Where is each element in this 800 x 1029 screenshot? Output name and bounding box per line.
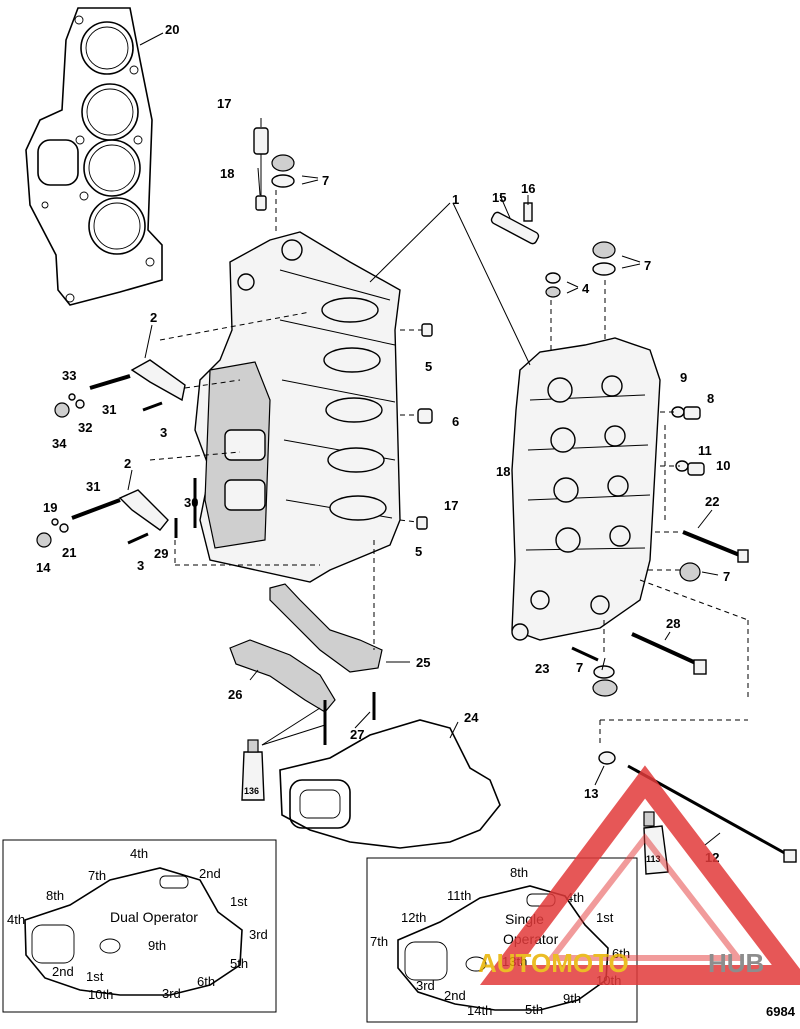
sealant-tube-136-label: 136: [244, 786, 259, 796]
callout-21: 21: [62, 545, 76, 560]
dual-seq-2nd-b: 2nd: [52, 964, 74, 979]
callout-25: 25: [416, 655, 430, 670]
callout-11: 11: [698, 443, 712, 458]
callout-6: 6: [452, 414, 459, 429]
single-seq-14th: 14th: [467, 1003, 492, 1018]
watermark-logo: AUTOMOTO HUB: [478, 765, 800, 985]
dual-seq-3rd-b: 3rd: [162, 986, 181, 1001]
single-seq-9th: 9th: [563, 991, 581, 1006]
callout-3: 3: [160, 425, 167, 440]
callout-27: 27: [350, 727, 364, 742]
callout-15: 15: [492, 190, 506, 205]
chain-guide-part-25: [269, 583, 383, 673]
callout-31: 31: [102, 402, 116, 417]
callout-26: 26: [228, 687, 242, 702]
callout-23: 23: [535, 661, 549, 676]
callout-9: 9: [680, 370, 687, 385]
leader-lines: [127, 32, 721, 846]
callout-3b: 3: [137, 558, 144, 573]
dual-seq-2nd: 2nd: [199, 866, 221, 881]
inset-single-operator: Single Operator 1st 2nd 3rd 4th 5th 6th …: [366, 857, 638, 1023]
callout-7a: 7: [322, 173, 329, 188]
single-seq-1st: 1st: [596, 910, 614, 925]
callout-22: 22: [705, 494, 719, 509]
callout-30: 30: [184, 495, 198, 510]
callout-labels: 1 2 2 3 3 4 5 5 6 7 7 7 7 7 8 9 10 11 12…: [36, 22, 730, 865]
dual-seq-5th: 5th: [230, 956, 248, 971]
dual-seq-3rd: 3rd: [249, 927, 268, 942]
callout-5b: 5: [415, 544, 422, 559]
dual-seq-7th: 7th: [88, 868, 106, 883]
callout-5: 5: [425, 359, 432, 374]
assembly-dashed-lines: [149, 190, 749, 745]
sealant-tube-136: 136: [241, 739, 265, 801]
callout-2b: 2: [124, 456, 131, 471]
callout-17: 17: [217, 96, 231, 111]
dual-operator-title: Dual Operator: [110, 909, 198, 925]
callout-1: 1: [452, 192, 459, 207]
single-seq-5th: 5th: [525, 1002, 543, 1017]
dual-seq-9th: 9th: [148, 938, 166, 953]
cylinder-head-right: [511, 337, 661, 641]
callout-32: 32: [78, 420, 92, 435]
inset-dual-operator: Dual Operator 1st 2nd 3rd 4th 5th 6th 7t…: [2, 839, 277, 1013]
dual-seq-10th: 10th: [88, 987, 113, 1002]
callout-18b: 18: [496, 464, 510, 479]
gasket-part-24: [279, 719, 501, 849]
hardware: [36, 127, 797, 863]
callout-20: 20: [165, 22, 179, 37]
callout-24: 24: [464, 710, 479, 725]
callout-16: 16: [521, 181, 535, 196]
chain-guide-part-26: [229, 639, 336, 713]
watermark-text-suffix: HUB: [708, 948, 764, 978]
callout-31b: 31: [86, 479, 100, 494]
dual-seq-1st: 1st: [230, 894, 248, 909]
callout-18: 18: [220, 166, 234, 181]
callout-33: 33: [62, 368, 76, 383]
callout-4: 4: [582, 281, 590, 296]
callout-8: 8: [707, 391, 714, 406]
callout-29: 29: [154, 546, 168, 561]
callout-7c: 7: [723, 569, 730, 584]
callout-2: 2: [150, 310, 157, 325]
callout-13: 13: [584, 786, 598, 801]
single-seq-7th: 7th: [370, 934, 388, 949]
callout-19: 19: [43, 500, 57, 515]
single-seq-8th: 8th: [510, 865, 528, 880]
single-seq-3rd: 3rd: [416, 978, 435, 993]
head-gasket-part-20: [25, 7, 163, 306]
callout-17b: 17: [444, 498, 458, 513]
single-seq-2nd: 2nd: [444, 988, 466, 1003]
dual-seq-4th-b: 4th: [7, 912, 25, 927]
callout-7d: 7: [576, 660, 583, 675]
dual-seq-8th: 8th: [46, 888, 64, 903]
callout-10: 10: [716, 458, 730, 473]
figure-number: 6984: [766, 1004, 796, 1019]
dual-seq-1st-b: 1st: [86, 969, 104, 984]
watermark-text-prefix: AUTOMOTO: [478, 948, 629, 978]
single-seq-12th: 12th: [401, 910, 426, 925]
sealant-tube-113-label: 113: [646, 854, 661, 864]
dual-seq-6th: 6th: [197, 974, 215, 989]
dual-seq-4th: 4th: [130, 846, 148, 861]
single-seq-11th: 11th: [447, 888, 471, 903]
callout-28: 28: [666, 616, 680, 631]
cylinder-block-left: [194, 231, 401, 583]
callout-34: 34: [52, 436, 67, 451]
callout-14: 14: [36, 560, 51, 575]
callout-7b: 7: [644, 258, 651, 273]
